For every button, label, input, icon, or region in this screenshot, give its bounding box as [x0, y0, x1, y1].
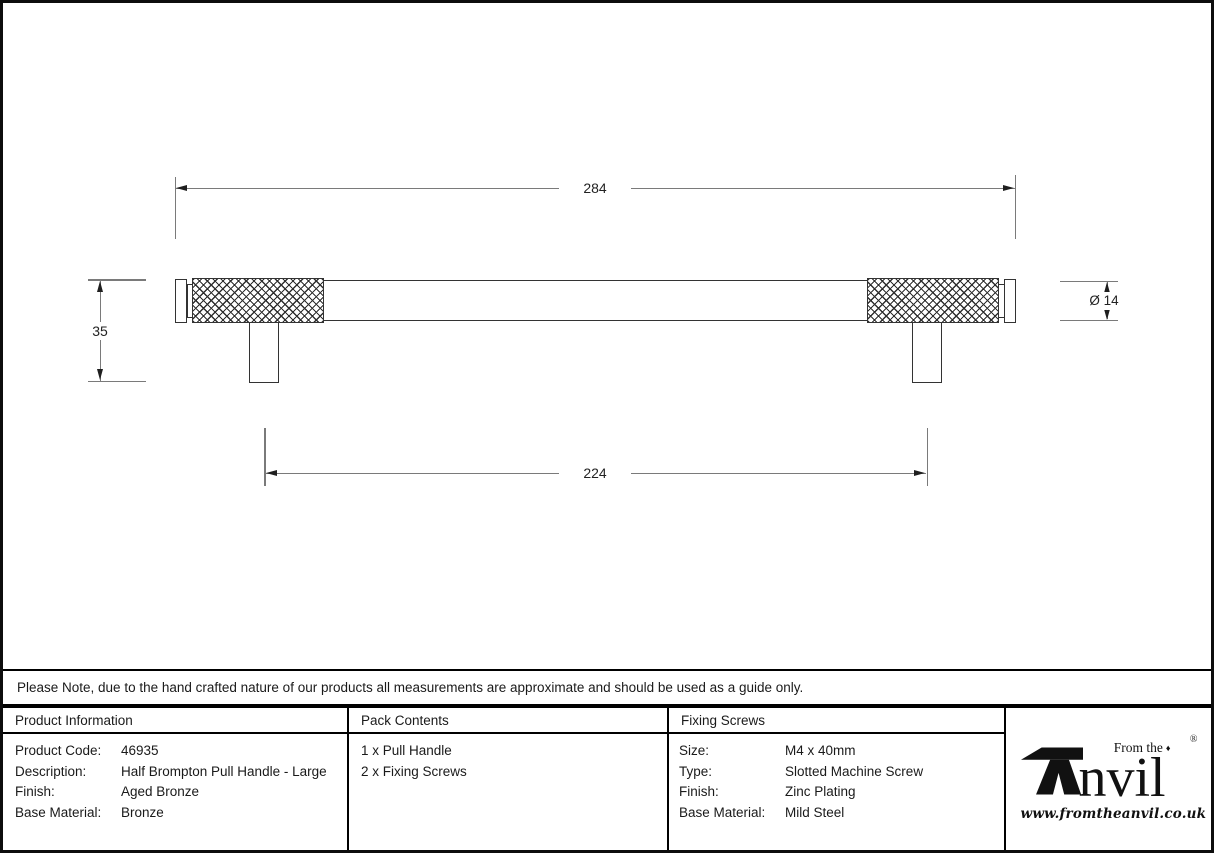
row-value: Mild Steel — [785, 805, 845, 821]
handle-post-right — [912, 322, 942, 383]
dim-projection-extension-bottom — [88, 380, 146, 382]
dim-projection-arrow-up — [96, 281, 103, 292]
row-label: Finish: — [679, 784, 719, 800]
diamond-icon: ♦ — [1165, 743, 1171, 753]
dim-diameter-arrow-up — [1103, 282, 1110, 293]
handle-post-left — [249, 322, 279, 383]
dim-diameter-extension-top — [1060, 280, 1118, 282]
row-label: Size: — [679, 743, 710, 758]
row-value: 46935 — [121, 743, 159, 758]
row-label: Description: — [15, 763, 87, 779]
pack-contents-header-label: Pack Contents — [361, 712, 449, 728]
dim-centres-extension-left — [264, 428, 266, 486]
registered-trademark-icon: ® — [1189, 734, 1198, 745]
table-row: Base Material: Mild Steel — [679, 803, 998, 824]
title-block: Product Information Product Code: 46935 … — [3, 706, 1211, 850]
dim-projection-label: 35 — [83, 322, 117, 340]
measurement-note-row: Please Note, due to the hand crafted nat… — [3, 669, 1211, 706]
fixing-screws-body: Size: M4 x 40mm Type: Slotted Machine Sc… — [669, 734, 1004, 824]
row-label: Type: — [679, 763, 713, 779]
dim-diameter-arrow-down — [1103, 308, 1110, 320]
row-label: Base Material: — [679, 805, 766, 821]
table-row: Size: M4 x 40mm — [679, 741, 998, 762]
pack-contents-header: Pack Contents — [349, 708, 667, 734]
handle-knurl-left — [192, 278, 324, 323]
row-value: Half Brompton Pull Handle - Large — [121, 763, 327, 779]
dim-diameter-label: Ø 14 — [1076, 292, 1132, 310]
dim-centres-extension-right — [926, 428, 928, 486]
pack-contents-column: Pack Contents 1 x Pull Handle 2 x Fixing… — [349, 708, 669, 850]
dim-centres-arrow-left — [266, 469, 277, 476]
handle-end-cap-left — [175, 279, 187, 323]
list-item: 1 x Pull Handle — [361, 743, 452, 758]
row-value: Bronze — [121, 805, 164, 821]
row-label: Product Code: — [15, 743, 102, 758]
fixing-screws-header-label: Fixing Screws — [681, 712, 766, 728]
table-row: Finish: Zinc Plating — [679, 782, 998, 803]
dim-centres-label: 224 — [559, 464, 631, 482]
logo-from-the-text: From the♦ — [1113, 740, 1171, 755]
dim-projection-arrow-down — [96, 369, 103, 380]
logo-name-text: nvil — [1078, 747, 1166, 809]
table-row: Product Code: 46935 — [15, 741, 341, 762]
table-row: Base Material: Bronze — [15, 803, 341, 824]
dim-overall-arrow-left — [176, 184, 187, 191]
list-item: 2 x Fixing Screws — [361, 763, 467, 779]
logo-wordmark: nvil From the♦ ® — [1020, 734, 1198, 806]
handle-knurl-right — [867, 278, 999, 323]
row-value: M4 x 40mm — [785, 743, 856, 758]
table-row: Type: Slotted Machine Screw — [679, 762, 998, 783]
row-value: Slotted Machine Screw — [785, 763, 924, 779]
product-information-header: Product Information — [3, 708, 347, 734]
handle-end-cap-right — [1003, 279, 1016, 323]
measurement-note-text: Please Note, due to the hand crafted nat… — [17, 680, 804, 695]
logo-website-url: www.fromtheanvil.co.uk — [1020, 806, 1207, 822]
brand-logo-cell: nvil From the♦ ® www.fromtheanvil.co.uk — [1006, 708, 1211, 850]
dim-diameter-extension-bottom — [1060, 319, 1118, 321]
product-information-body: Product Code: 46935 Description: Half Br… — [3, 734, 347, 824]
product-information-column: Product Information Product Code: 46935 … — [3, 708, 349, 850]
product-information-header-label: Product Information — [15, 712, 133, 728]
dim-overall-arrow-right — [1003, 184, 1014, 191]
dim-overall-extension-left — [174, 177, 176, 239]
fixing-screws-column: Fixing Screws Size: M4 x 40mm Type: Slot… — [669, 708, 1006, 850]
dim-overall-label: 284 — [559, 179, 631, 197]
pack-contents-body: 1 x Pull Handle 2 x Fixing Screws — [349, 734, 667, 782]
table-row: Description: Half Brompton Pull Handle -… — [15, 762, 341, 783]
row-value: Aged Bronze — [121, 784, 200, 800]
row-label: Finish: — [15, 784, 55, 800]
row-value: Zinc Plating — [785, 784, 856, 800]
anvil-icon — [1020, 747, 1083, 795]
handle-bar — [322, 280, 868, 321]
dim-centres-arrow-right — [914, 469, 925, 476]
from-the-anvil-logo: nvil From the♦ ® www.fromtheanvil.co.uk — [1020, 734, 1207, 822]
dim-overall-extension-right — [1014, 175, 1016, 239]
fixing-screws-header: Fixing Screws — [669, 708, 1004, 734]
row-label: Base Material: — [15, 805, 102, 821]
dim-projection-extension-top — [88, 279, 146, 281]
table-row: Finish: Aged Bronze — [15, 782, 341, 803]
